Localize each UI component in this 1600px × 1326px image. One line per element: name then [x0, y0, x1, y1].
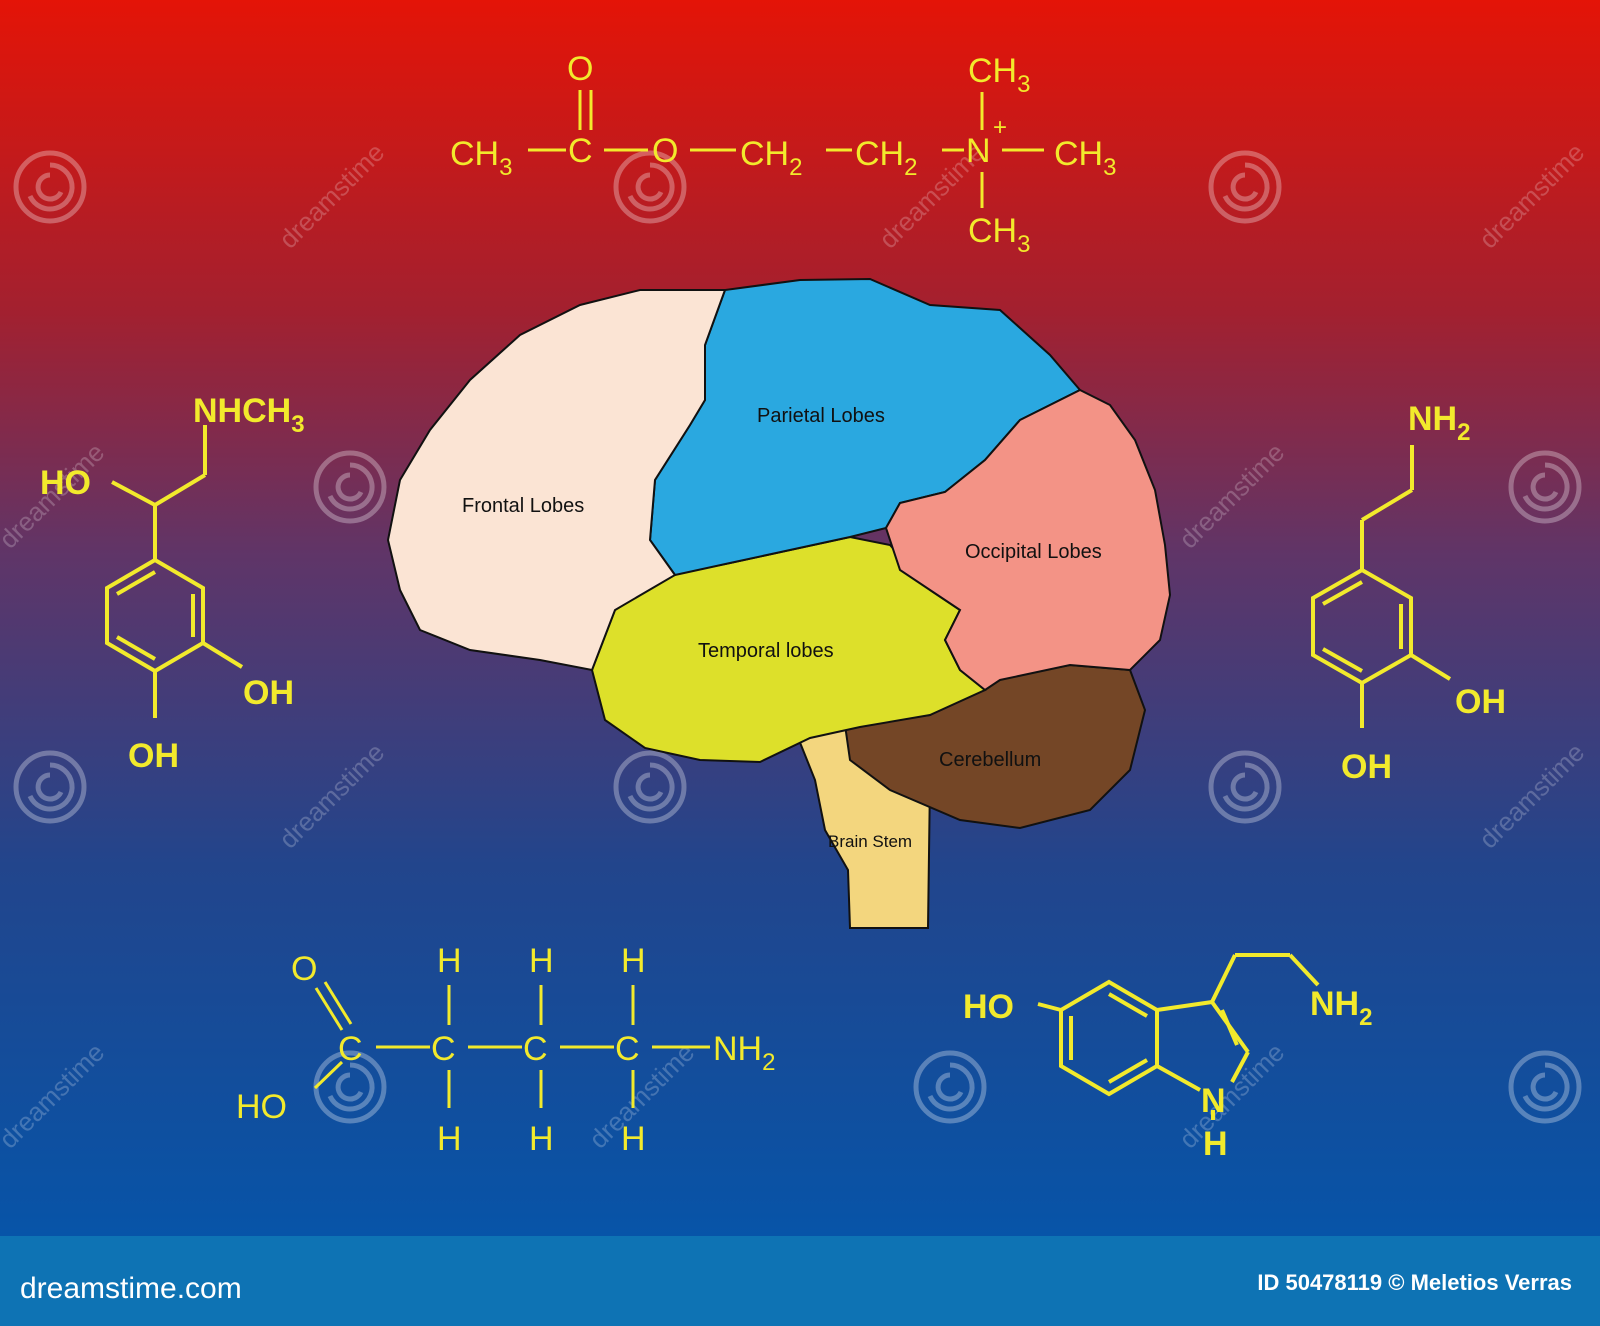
gaba-h-bottom-3: H [621, 1120, 646, 1158]
dopamine-oh-right: OH [1455, 683, 1506, 721]
occipital-lobe [884, 388, 1172, 692]
occipital-lobe-label: Occipital Lobes [965, 541, 1102, 563]
gaba-c4: C [615, 1030, 640, 1068]
acetylcholine-ch3-left: CH3 [450, 135, 512, 181]
acetylcholine-ch3-right: CH3 [1054, 135, 1116, 181]
epinephrine-structure: NHCH3 HO OH OH [40, 392, 305, 775]
acetylcholine-n: N [966, 132, 991, 170]
footer-credit: ID 50478119 © Meletios Verras [1257, 1270, 1572, 1295]
parietal-lobe-label: Parietal Lobes [757, 405, 885, 427]
dopamine-structure: NH2 OH OH [1311, 400, 1506, 786]
serotonin-h: H [1203, 1125, 1228, 1163]
temporal-lobe-label: Temporal lobes [698, 640, 834, 662]
brain-labels: Frontal Lobes Parietal Lobes Occipital L… [462, 405, 1102, 851]
acetylcholine-structure: O CH3 C O CH2 CH2 N + CH3 CH3 CH3 [450, 50, 1116, 258]
gaba-h-top-2: H [529, 942, 554, 980]
serotonin-nh2: NH2 [1310, 985, 1372, 1031]
epinephrine-nhch3: NHCH3 [193, 392, 305, 438]
gaba-structure: O C C C C H H H H H H NH2 HO [236, 942, 775, 1158]
acetylcholine-ch2-a: CH2 [740, 135, 802, 181]
gaba-h-bottom-1: H [437, 1120, 462, 1158]
gaba-h-top-1: H [437, 942, 462, 980]
acetylcholine-o1: O [567, 50, 593, 88]
serotonin-ho: HO [963, 988, 1014, 1026]
acetylcholine-ch2-b: CH2 [855, 135, 917, 181]
footer-bar [0, 1236, 1600, 1326]
acetylcholine-ch3-top: CH3 [968, 52, 1030, 98]
serotonin-structure: HO NH2 N H [963, 953, 1372, 1163]
epinephrine-oh-right: OH [243, 674, 294, 712]
gaba-nh2: NH2 [713, 1030, 775, 1076]
gaba-h-top-3: H [621, 942, 646, 980]
epinephrine-oh-bottom: OH [128, 737, 179, 775]
gaba-o: O [291, 950, 317, 988]
dopamine-oh-bottom: OH [1341, 748, 1392, 786]
gaba-c2: C [431, 1030, 456, 1068]
dopamine-nh2: NH2 [1408, 400, 1470, 446]
gaba-ho: HO [236, 1088, 287, 1126]
frontal-lobe [386, 289, 727, 672]
brain-diagram [386, 277, 1172, 929]
acetylcholine-ch3-bottom: CH3 [968, 212, 1030, 258]
acetylcholine-c: C [568, 132, 593, 170]
brain-stem-label: Brain Stem [828, 832, 912, 851]
acetylcholine-plus: + [993, 114, 1007, 141]
epinephrine-ho: HO [40, 464, 91, 502]
cerebellum-label: Cerebellum [939, 749, 1041, 771]
gaba-c3: C [523, 1030, 548, 1068]
gaba-h-bottom-2: H [529, 1120, 554, 1158]
serotonin-n: N [1201, 1082, 1226, 1120]
footer-site: dreamstime.com [20, 1272, 242, 1305]
frontal-lobe-label: Frontal Lobes [462, 495, 584, 517]
acetylcholine-o2: O [652, 132, 678, 170]
gaba-c1: C [338, 1030, 363, 1068]
